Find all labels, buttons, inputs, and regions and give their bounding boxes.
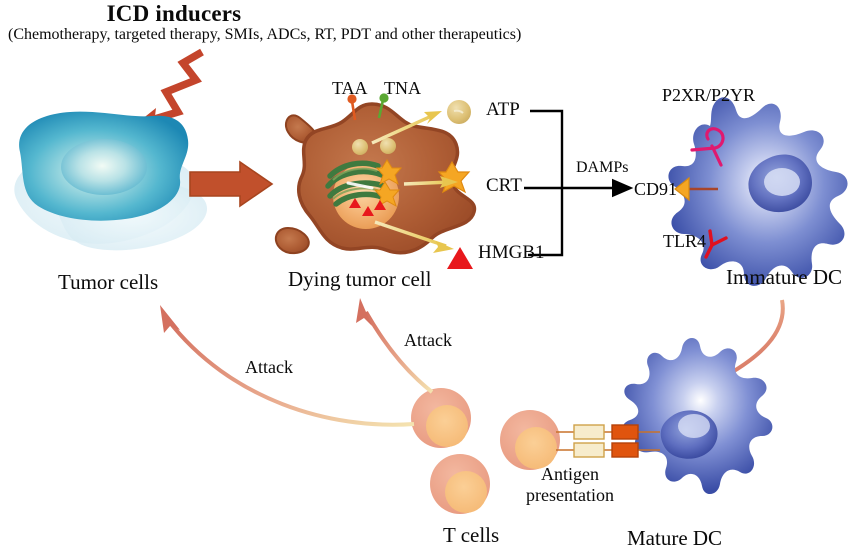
atp-molecule-icon	[447, 100, 471, 124]
p2xr-p2yr-label: P2XR/P2YR	[662, 85, 756, 105]
figure-subtitle: (Chemotherapy, targeted therapy, SMIs, A…	[8, 26, 522, 43]
progression-arrow	[189, 160, 274, 208]
t-cell-2	[430, 454, 490, 514]
attack-arrow-left	[160, 305, 415, 427]
crt-label: CRT	[486, 175, 522, 196]
dying-tumor-cell-graphic	[274, 93, 477, 255]
t-cells-graphic	[411, 388, 560, 514]
attack-arrow-right	[356, 298, 434, 394]
hmgb1-molecule-icon	[447, 247, 473, 269]
antigen-presentation-line-1: Antigen	[541, 464, 599, 484]
dying-tumor-cell-label: Dying tumor cell	[288, 267, 432, 291]
taa-label: TAA	[332, 78, 368, 98]
mature-dc-graphic	[622, 337, 773, 495]
t-cell-1	[411, 388, 471, 448]
tna-label: TNA	[384, 78, 421, 98]
attack-label-left: Attack	[245, 357, 293, 377]
p2xr-p2yr-receptor	[690, 127, 725, 167]
tlr4-receptor	[704, 229, 728, 259]
atp-label: ATP	[486, 99, 520, 120]
mature-dc-label: Mature DC	[627, 526, 723, 550]
cd91-label: CD91	[634, 179, 678, 199]
cd91-receptor	[674, 176, 718, 202]
tna-receptor	[377, 93, 389, 119]
taa-receptor	[347, 94, 357, 121]
tumor-cells-label: Tumor cells	[58, 270, 159, 294]
antigen-presentation-line-2: presentation	[526, 485, 614, 506]
atp-vesicle-1	[352, 139, 368, 155]
t-cells-label: T cells	[443, 523, 500, 547]
crt-molecule-internal	[373, 159, 403, 208]
antigen-presentation-label: Antigen presentation	[516, 464, 624, 506]
damps-bracket	[524, 109, 634, 257]
atp-vesicle-2	[380, 138, 396, 154]
tumor-cells-graphic	[14, 111, 208, 251]
immature-dc-graphic	[668, 97, 848, 286]
hmgb1-nuclear-triangles	[349, 198, 386, 216]
antigen-presentation-synapse	[556, 424, 660, 458]
attack-label-right: Attack	[404, 330, 452, 350]
hmgb1-label: HMGB1	[478, 242, 545, 263]
page-title: ICD inducers	[106, 1, 242, 26]
damps-group-label: DAMPs	[576, 159, 629, 176]
damp-release-arrows	[371, 111, 458, 253]
immature-dc-label: Immature DC	[726, 265, 843, 289]
t-cell-3	[500, 410, 560, 470]
tlr4-label: TLR4	[663, 231, 706, 251]
